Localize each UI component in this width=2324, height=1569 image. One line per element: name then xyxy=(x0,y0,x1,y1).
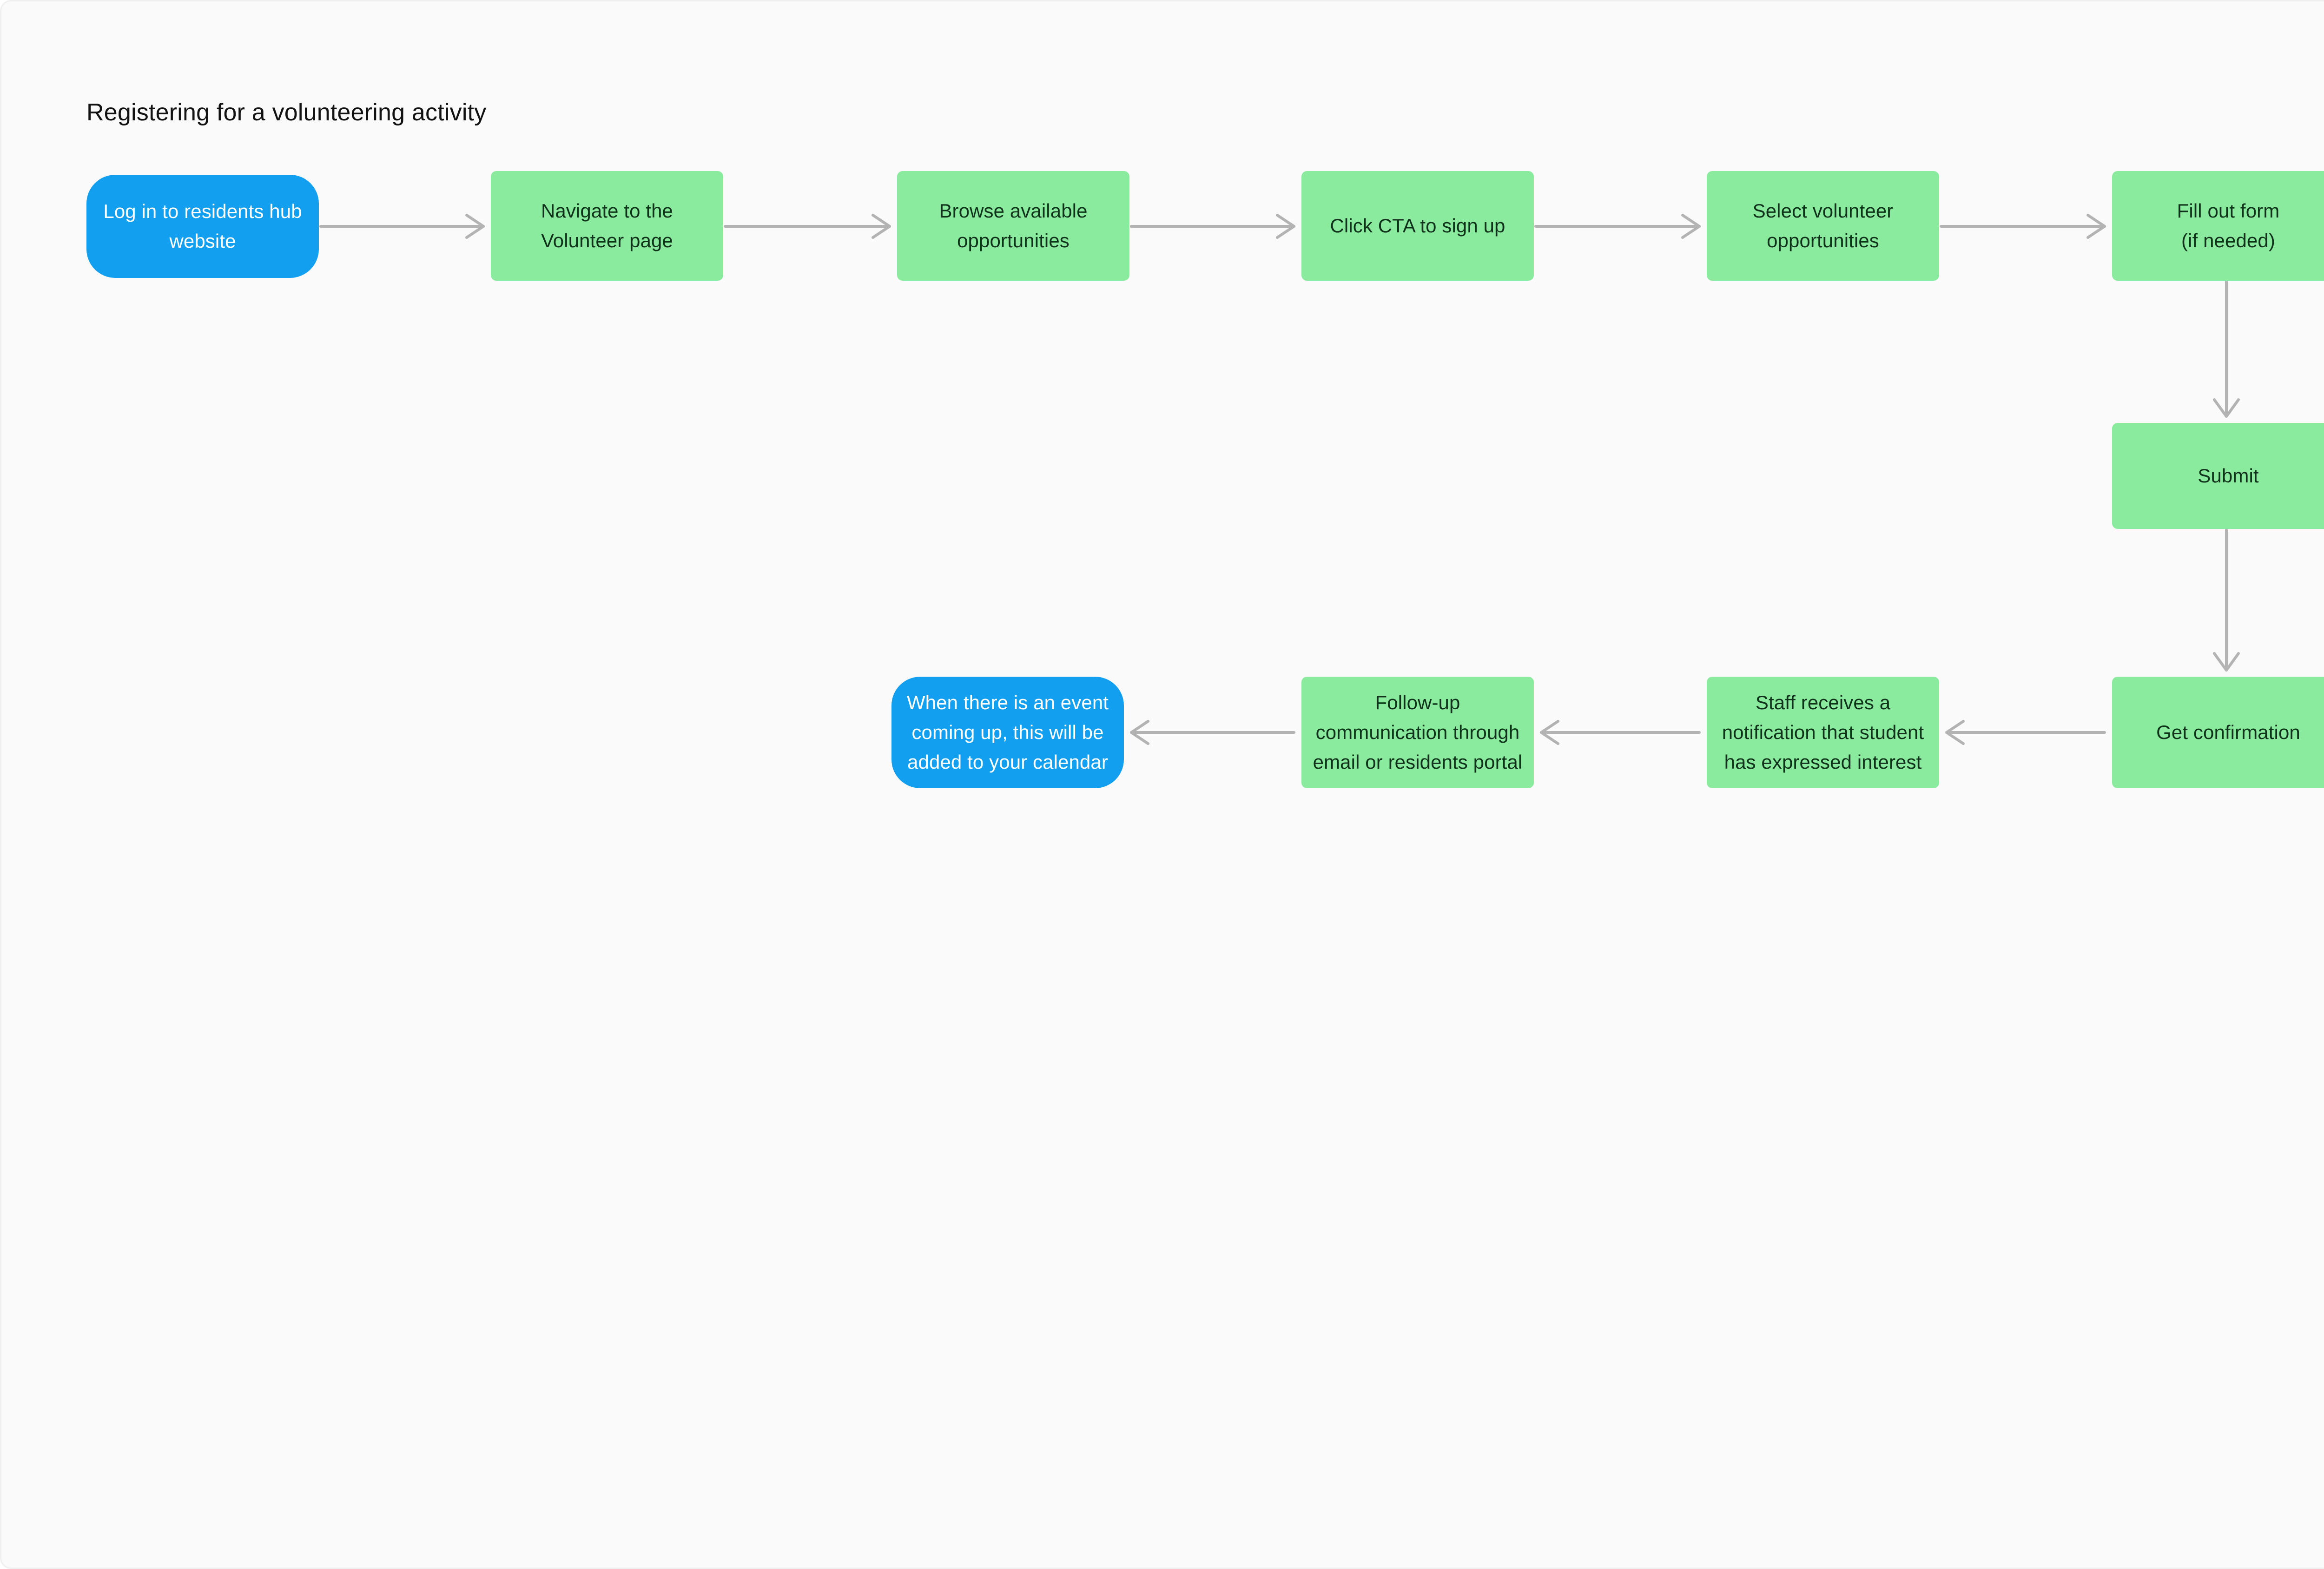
node-login-label: Log in to residents hub website xyxy=(103,200,302,252)
node-follow-up[interactable]: Follow-up communication through email or… xyxy=(1301,677,1534,788)
node-get-confirmation-label: Get confirmation xyxy=(2156,721,2300,744)
node-fill-form-label: Fill out form (if needed) xyxy=(2177,200,2280,251)
node-navigate-label: Navigate to the Volunteer page xyxy=(541,200,673,251)
node-browse-label: Browse available opportunities xyxy=(939,200,1088,251)
node-browse[interactable]: Browse available opportunities xyxy=(897,171,1129,281)
node-select-label: Select volunteer opportunities xyxy=(1752,200,1894,251)
node-fill-form[interactable]: Fill out form (if needed) xyxy=(2112,171,2324,281)
node-submit-label: Submit xyxy=(2198,465,2259,487)
edge-browse-to-click-cta xyxy=(1130,214,1295,239)
edge-fill-form-to-submit xyxy=(2213,280,2240,418)
node-staff-notification-label: Staff receives a notification that stude… xyxy=(1722,692,1924,773)
node-select[interactable]: Select volunteer opportunities xyxy=(1707,171,1939,281)
page-title: Registering for a volunteering activity xyxy=(86,99,487,126)
edge-get-confirmation-to-staff-notification xyxy=(1945,720,2106,745)
node-submit[interactable]: Submit xyxy=(2112,423,2324,529)
node-navigate[interactable]: Navigate to the Volunteer page xyxy=(491,171,723,281)
edge-login-to-navigate xyxy=(319,214,485,239)
node-calendar[interactable]: When there is an event coming up, this w… xyxy=(891,677,1124,788)
node-get-confirmation[interactable]: Get confirmation xyxy=(2112,677,2324,788)
node-click-cta-label: Click CTA to sign up xyxy=(1330,215,1505,237)
edge-select-to-fill-form xyxy=(1940,214,2106,239)
edge-submit-to-get-confirmation xyxy=(2213,528,2240,672)
node-click-cta[interactable]: Click CTA to sign up xyxy=(1301,171,1534,281)
node-staff-notification[interactable]: Staff receives a notification that stude… xyxy=(1707,677,1939,788)
node-follow-up-label: Follow-up communication through email or… xyxy=(1313,692,1523,773)
node-login[interactable]: Log in to residents hub website xyxy=(86,175,319,278)
edge-click-cta-to-select xyxy=(1534,214,1701,239)
edge-staff-notification-to-follow-up xyxy=(1540,720,1701,745)
edge-navigate-to-browse xyxy=(724,214,891,239)
edge-follow-up-to-calendar xyxy=(1130,720,1295,745)
node-calendar-label: When there is an event coming up, this w… xyxy=(906,692,1109,773)
